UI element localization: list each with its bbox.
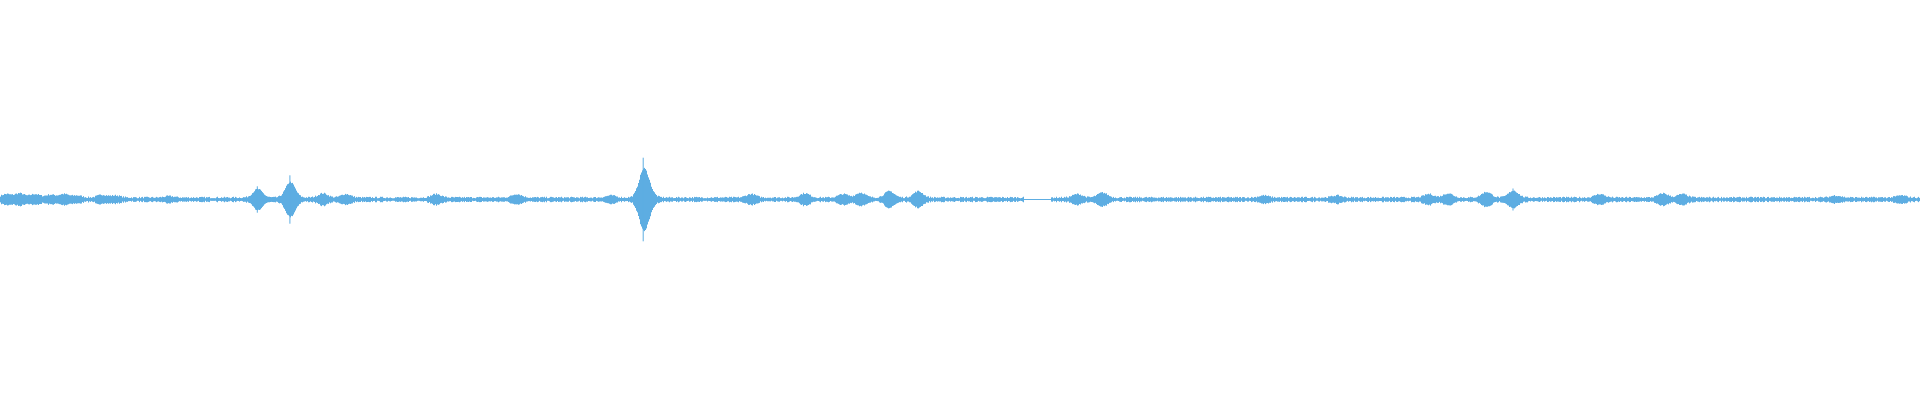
waveform-peaks [256, 157, 1514, 242]
waveform-samples [0, 167, 1920, 232]
